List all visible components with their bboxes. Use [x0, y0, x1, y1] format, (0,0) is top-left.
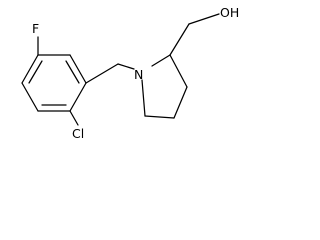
ch2-o-bond — [188, 13, 220, 25]
c-cl-bond — [69, 110, 79, 126]
c2-ch2-bond — [169, 23, 190, 56]
c2-c3-bond — [169, 54, 188, 88]
nitrogen-label: N — [134, 67, 143, 82]
ring-double-bond-right — [65, 60, 80, 84]
ch2-n-bond — [117, 63, 135, 70]
c3-c4-bond — [173, 86, 188, 119]
benzene-ring — [21, 54, 87, 112]
c5-n-bond — [141, 79, 146, 117]
molecule-drawing: F N OH Cl — [21, 5, 239, 141]
pyrrolidine-ring — [141, 54, 188, 119]
chlorine-label: Cl — [72, 126, 84, 141]
ring-ch2-bond — [85, 63, 119, 84]
ring-double-bond-left — [28, 60, 43, 84]
fluorine-label: F — [32, 21, 39, 36]
ring-bond-lower-left — [21, 82, 39, 112]
c4-c5-bond — [144, 115, 175, 119]
ring-bond-upper-left — [21, 54, 39, 84]
hydroxyl-label: OH — [220, 5, 239, 20]
structure-diagram: F N OH Cl — [0, 0, 244, 146]
n-c2-bond — [151, 54, 171, 67]
ring-bond-upper-right — [69, 54, 87, 84]
ring-bond-lower-right — [69, 82, 87, 112]
